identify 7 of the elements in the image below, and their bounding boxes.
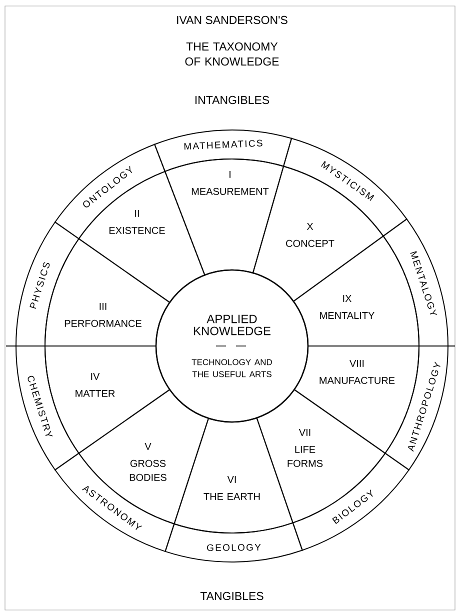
title: THE TAXONOMY OF KNOWLEDGE	[185, 42, 279, 66]
side-label: TANGIBLES	[200, 592, 264, 600]
ring-segment: GEOLOGY	[164, 522, 303, 562]
wheel-sector: I MEASUREMENT	[164, 158, 284, 276]
heading: IVAN SANDERSON'S	[177, 16, 288, 24]
ring-segment: MATHEMATICS	[154, 130, 292, 172]
side-label: INTANGIBLES	[195, 96, 270, 104]
